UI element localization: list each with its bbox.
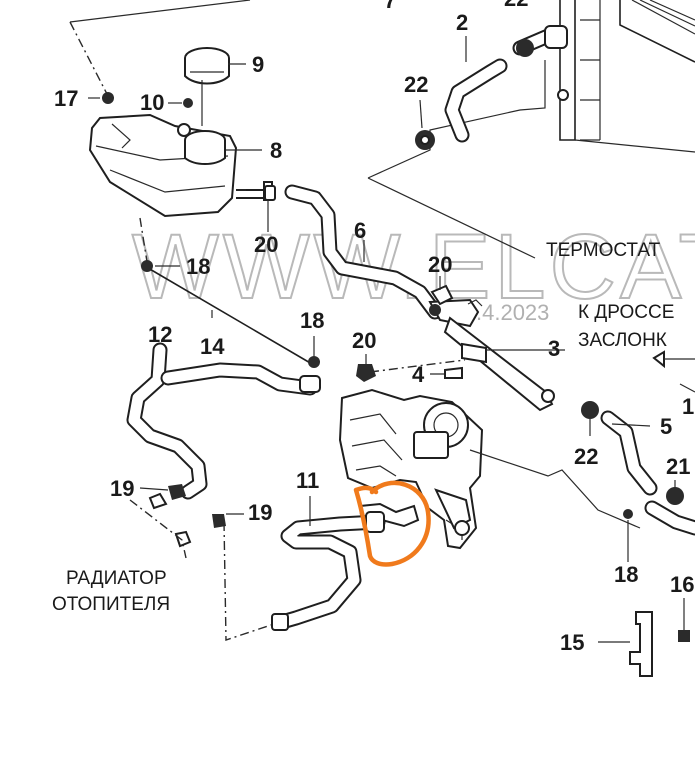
callout-17: 17 [54, 86, 78, 111]
leader-engine-right [469, 449, 641, 529]
label-throttle-line1: К ДРОССЕ [578, 302, 674, 323]
callout-4: 4 [412, 362, 425, 387]
bolt-18-center [308, 356, 320, 368]
callout-22-top: 22 [504, 0, 528, 11]
bolt-18-right [623, 509, 633, 519]
callout-20-thermostat: 20 [428, 252, 452, 277]
callout-21: 21 [666, 454, 690, 479]
dashed-20-left [369, 359, 466, 373]
heater-hose-11 [271, 496, 386, 631]
callout-18-center: 18 [300, 308, 324, 333]
label-thermostat: ТЕРМОСТАТ [546, 240, 661, 261]
callout-20-tank: 20 [254, 232, 278, 257]
callout-22-left: 22 [404, 72, 428, 97]
hose-clamp-22-lower [581, 401, 599, 419]
callout-6: 6 [354, 218, 366, 243]
watermark-date: .4.2023 [476, 300, 549, 325]
rod-14 [147, 267, 313, 365]
leader-17 [69, 21, 109, 97]
callout-7: 7 [384, 0, 396, 13]
coolant-pipe-3 [428, 298, 555, 412]
callout-9: 9 [252, 52, 264, 77]
dashed-heater-2 [223, 521, 287, 641]
leader-14-up [139, 217, 149, 269]
label-heater-radiator-line1: РАДИАТОР [66, 568, 167, 589]
clamp-20-tank [264, 185, 276, 232]
hose-clamp-21 [666, 487, 684, 505]
hose-clamps-19 [139, 484, 244, 548]
callout-3: 3 [548, 336, 560, 361]
bolt-18-upper [141, 260, 153, 272]
leader-5 [611, 423, 651, 427]
screw-10 [183, 98, 193, 108]
watermark: WWW.ELCATS. .4.2023 [131, 215, 695, 325]
bolt-16 [678, 630, 690, 642]
callout-8: 8 [270, 138, 282, 163]
callout-18-upper: 18 [186, 254, 210, 279]
leader-top [69, 0, 251, 23]
callout-1: 1 [682, 394, 694, 419]
watermark-text: WWW.ELCATS. [132, 216, 695, 318]
expansion-tank [88, 113, 271, 218]
callout-11: 11 [296, 468, 319, 493]
annotation-circle [353, 480, 431, 567]
callout-15: 15 [560, 630, 584, 655]
leader-frame-2 [367, 177, 536, 259]
callout-numbers: 2 22 22 9 17 10 8 20 6 20 18 14 12 18 20… [54, 0, 694, 655]
callout-10: 10 [140, 90, 164, 115]
callout-5: 5 [660, 414, 672, 439]
upper-radiator-hose [444, 25, 568, 143]
tank-cap [184, 47, 230, 85]
callout-16: 16 [670, 572, 694, 597]
callout-19-left: 19 [110, 476, 134, 501]
callout-2: 2 [456, 10, 468, 35]
callout-19-right: 19 [248, 500, 272, 525]
lower-radiator-hose-5 [600, 350, 695, 536]
label-throttle-line2: ЗАСЛОНК [578, 330, 667, 351]
text-labels: ТЕРМОСТАТ К ДРОССЕ ЗАСЛОНК РАДИАТОР ОТОП… [52, 240, 674, 615]
hose-clamp-22-upper [415, 39, 534, 150]
sensor-4 [444, 366, 463, 379]
clamp-20-thermostat [430, 284, 454, 306]
callout-22-lower: 22 [574, 444, 598, 469]
leader-22-upper-left [419, 99, 423, 129]
screw-17 [102, 92, 114, 104]
callout-20-center: 20 [352, 328, 376, 353]
clamp-20-center [356, 364, 376, 382]
callout-12: 12 [148, 322, 172, 347]
bracket-15 [629, 611, 653, 677]
dashed-heater-1 [129, 499, 187, 559]
radiator [557, 0, 695, 153]
label-heater-radiator-line2: ОТОПИТЕЛЯ [52, 594, 170, 615]
leader-frame [367, 60, 546, 179]
callout-18-right: 18 [614, 562, 638, 587]
thermostat-bracket [467, 299, 483, 307]
heater-hose-12 [126, 342, 321, 500]
callout-14: 14 [200, 334, 225, 359]
